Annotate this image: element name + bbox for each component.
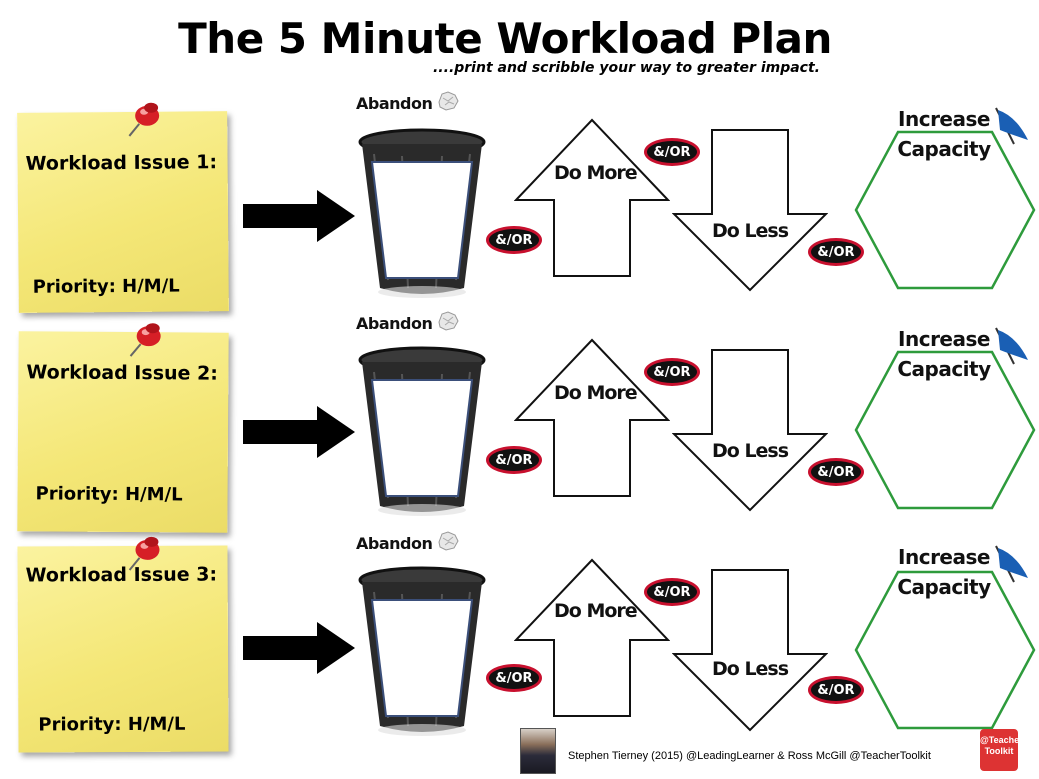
priority-label: Priority: H/M/L [38,713,186,736]
capacity-text: Capacity [897,575,991,599]
priority-label: Priority: H/M/L [35,483,183,506]
right-arrow-icon [243,190,355,242]
hexagon-icon[interactable] [854,568,1036,732]
pushpin-icon [129,323,161,357]
up-arrow-icon [514,118,670,277]
up-arrow-icon [514,338,670,497]
pushpin-icon [128,536,160,571]
increase-text: Increase [898,107,990,131]
abandon-label: Abandon [356,534,433,553]
do-more-label: Do More [554,600,638,622]
down-arrow-icon [672,129,828,292]
footer-credit: Stephen Tierney (2015) @LeadingLearner &… [568,750,931,762]
abandon-label: Abandon [356,314,433,333]
trash-bin-icon[interactable] [352,128,492,298]
hexagon-icon[interactable] [854,128,1036,292]
sticky-note[interactable]: Workload Issue 3: Priority: H/M/L [17,536,229,753]
do-more-label: Do More [554,162,638,184]
workload-row-3: Workload Issue 3: Priority: H/M/L Abando… [0,530,1039,753]
and-or-badge: &/OR [486,226,542,254]
right-arrow-icon [243,406,355,458]
do-more-label: Do More [554,382,638,404]
sticky-note[interactable]: Workload Issue 2: Priority: H/M/L [17,323,229,533]
down-arrow-icon [672,569,828,732]
and-or-badge: &/OR [644,358,700,386]
pennant-flag-icon [995,107,1028,145]
increase-capacity-label: Increase Capacity [884,542,1004,602]
pennant-flag-icon [995,545,1028,583]
logo-line-2: Toolkit [984,746,1014,756]
hexagon-icon[interactable] [854,348,1036,512]
trash-bin-icon[interactable] [352,566,492,736]
and-or-badge: &/OR [644,578,700,606]
capacity-text: Capacity [897,357,991,381]
capacity-text: Capacity [897,137,991,161]
do-less-label: Do Less [712,440,789,462]
workload-issue-label: Workload Issue 1: [25,151,218,175]
do-less-label: Do Less [712,658,789,680]
increase-capacity-label: Increase Capacity [884,104,1004,164]
increase-capacity-label: Increase Capacity [884,324,1004,384]
and-or-badge: &/OR [808,238,864,266]
workload-issue-label: Workload Issue 3: [25,563,218,587]
workload-issue-label: Workload Issue 2: [26,361,218,385]
page-subtitle: ....print and scribble your way to great… [432,60,820,76]
and-or-badge: &/OR [486,446,542,474]
and-or-badge: &/OR [644,138,700,166]
right-arrow-icon [243,622,355,674]
trash-bin-icon[interactable] [352,346,492,516]
sticky-note[interactable]: Workload Issue 1: Priority: H/M/L [17,102,229,313]
up-arrow-icon [514,558,670,717]
and-or-badge: &/OR [808,676,864,704]
pennant-flag-icon [995,327,1028,365]
increase-text: Increase [898,327,990,351]
crumpled-paper-icon [438,311,459,331]
increase-text: Increase [898,545,990,569]
page-title: The 5 Minute Workload Plan [178,14,832,63]
crumpled-paper-icon [438,91,459,111]
logo-line-1: @Teacher [980,735,1023,745]
and-or-badge: &/OR [486,664,542,692]
priority-label: Priority: H/M/L [32,275,180,298]
author-photo [520,728,556,774]
do-less-label: Do Less [712,220,789,242]
workload-row-1: Workload Issue 1: Priority: H/M/L Abando… [0,90,1039,313]
crumpled-paper-icon [438,531,459,551]
workload-row-2: Workload Issue 2: Priority: H/M/L Abando… [0,310,1039,533]
teachertoolkit-logo: @Teacher Toolkit [980,729,1023,771]
pushpin-icon [128,102,160,137]
down-arrow-icon [672,349,828,512]
abandon-label: Abandon [356,94,433,113]
and-or-badge: &/OR [808,458,864,486]
